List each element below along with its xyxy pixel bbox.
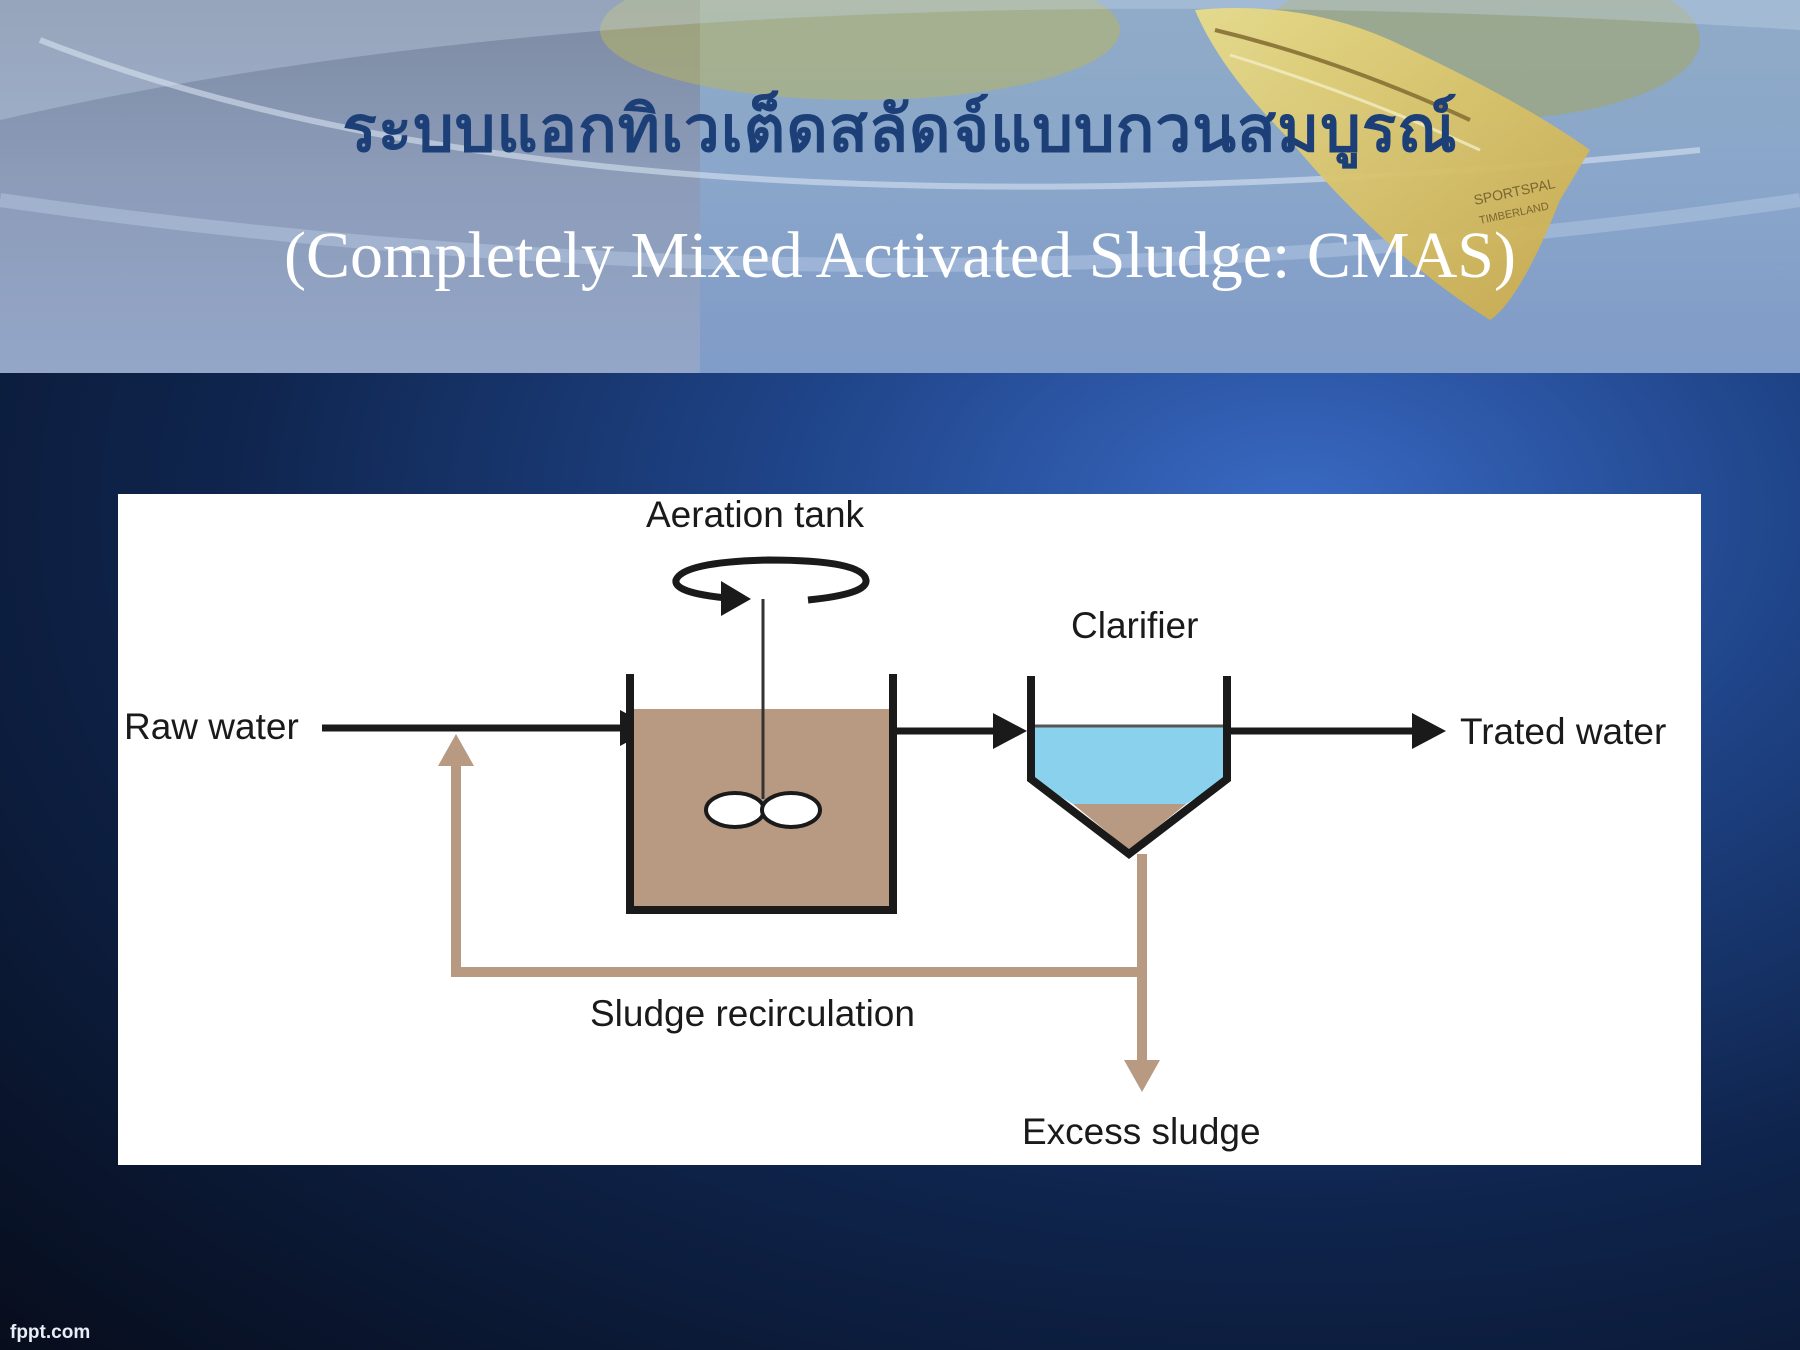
sludge-recirculation-arrowhead: [438, 734, 474, 766]
cmas-process-diagram: Aeration tank Clarifier Raw water Trated…: [118, 494, 1701, 1165]
sludge-recirculation-pipe: [451, 756, 1142, 977]
mixer-rotation-arrow: [672, 556, 870, 604]
process-flow-svg: Aeration tank Clarifier Raw water Trated…: [124, 494, 1666, 1152]
label-aeration-tank: Aeration tank: [646, 494, 865, 535]
excess-sludge-arrowhead: [1124, 1060, 1160, 1092]
footer-brand: fppt.com: [10, 1322, 91, 1343]
mixer-rotation-arrowhead: [721, 581, 751, 616]
canoe-illustration: SPORTSPAL TIMBERLAND: [1195, 8, 1590, 320]
label-raw-water: Raw water: [124, 706, 299, 747]
clarifier-walls: [1027, 676, 1231, 860]
foliage-reflection: [600, 0, 1120, 100]
slide-title-thai: ระบบแอกทิเวเต็ดสลัดจ์แบบกวนสมบูรณ์: [342, 92, 1458, 167]
label-excess-sludge: Excess sludge: [1022, 1111, 1261, 1152]
mixer-impeller-right: [760, 791, 822, 829]
slide-title-english: (Completely Mixed Activated Sludge: CMAS…: [284, 219, 1516, 292]
tank-to-clarifier-arrowhead: [993, 713, 1027, 749]
clarifier-settled-sludge: [1073, 804, 1186, 850]
banner-swoosh-top: [0, 0, 1800, 120]
mixer-impeller-left: [704, 791, 766, 829]
clarifier-clear-water: [1031, 726, 1227, 804]
label-treated-water: Trated water: [1460, 711, 1666, 752]
aeration-tank-walls: [626, 674, 897, 914]
label-clarifier: Clarifier: [1071, 605, 1198, 646]
treated-water-arrowhead: [1412, 713, 1446, 749]
label-sludge-recirculation: Sludge recirculation: [590, 993, 915, 1034]
banner-background-art: SPORTSPAL TIMBERLAND: [0, 0, 1800, 373]
header-banner: SPORTSPAL TIMBERLAND ระบบแอกทิเวเต็ดสลัด…: [0, 0, 1800, 373]
